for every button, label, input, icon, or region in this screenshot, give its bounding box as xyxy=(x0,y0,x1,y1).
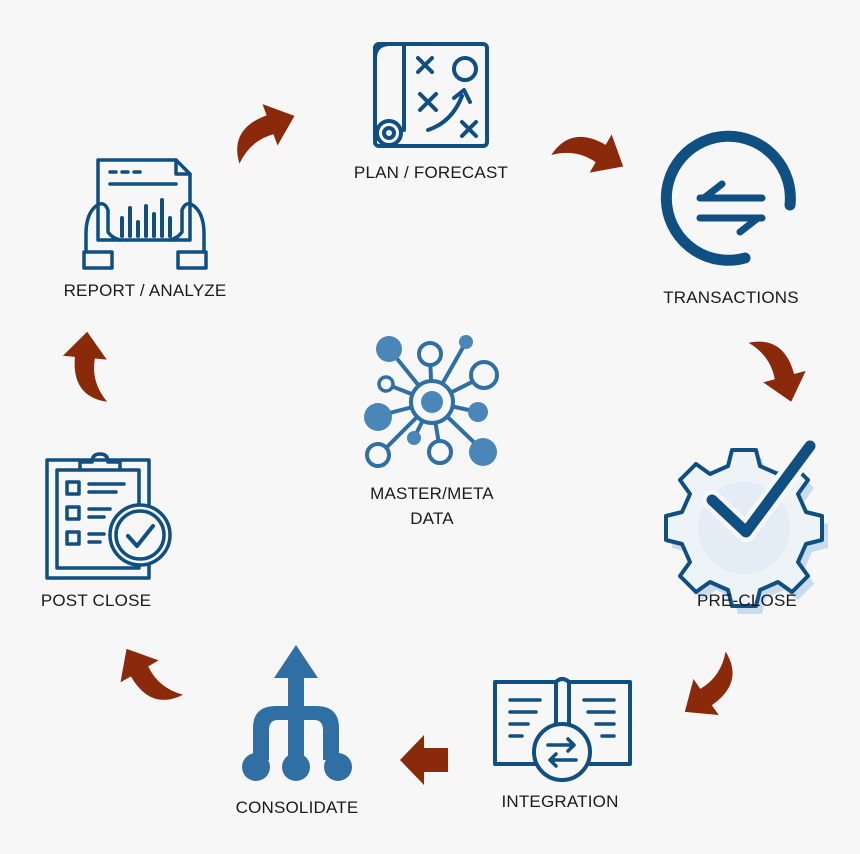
node-label-preclose: PRE-CLOSE xyxy=(696,591,798,610)
book-exchange-icon xyxy=(493,677,632,782)
node-label-plan: PLAN / FORECAST xyxy=(353,163,509,182)
clipboard-check-icon xyxy=(45,452,172,580)
flow-arrow-preclose-to-integration xyxy=(669,651,754,730)
node-label-postclose: POST CLOSE xyxy=(40,591,152,610)
flow-arrow-plan-to-transactions xyxy=(551,113,635,190)
flow-arrow-postclose-to-report xyxy=(59,329,114,402)
node-label-transactions: TRANSACTIONS xyxy=(663,288,799,307)
report-chart-icon xyxy=(82,158,208,270)
node-label-report: REPORT / ANALYZE xyxy=(63,281,227,300)
strategy-map-icon xyxy=(373,42,489,148)
flow-arrow-report-to-plan xyxy=(223,95,304,164)
flow-arrow-integration-to-consolidate xyxy=(400,735,448,785)
exchange-arrows-icon xyxy=(660,130,796,266)
node-label-integration: INTEGRATION xyxy=(501,792,619,811)
node-label-consolidate: CONSOLIDATE xyxy=(235,798,359,817)
merge-flow-icon xyxy=(242,645,352,781)
flow-arrow-transactions-to-preclose xyxy=(748,330,813,409)
center-label-line2: DATA xyxy=(410,509,454,528)
center-label-line1: MASTER/META xyxy=(370,484,494,503)
flow-arrow-consolidate-to-postclose xyxy=(107,635,184,719)
data-network-icon xyxy=(364,335,499,468)
gear-check-icon xyxy=(664,436,828,614)
